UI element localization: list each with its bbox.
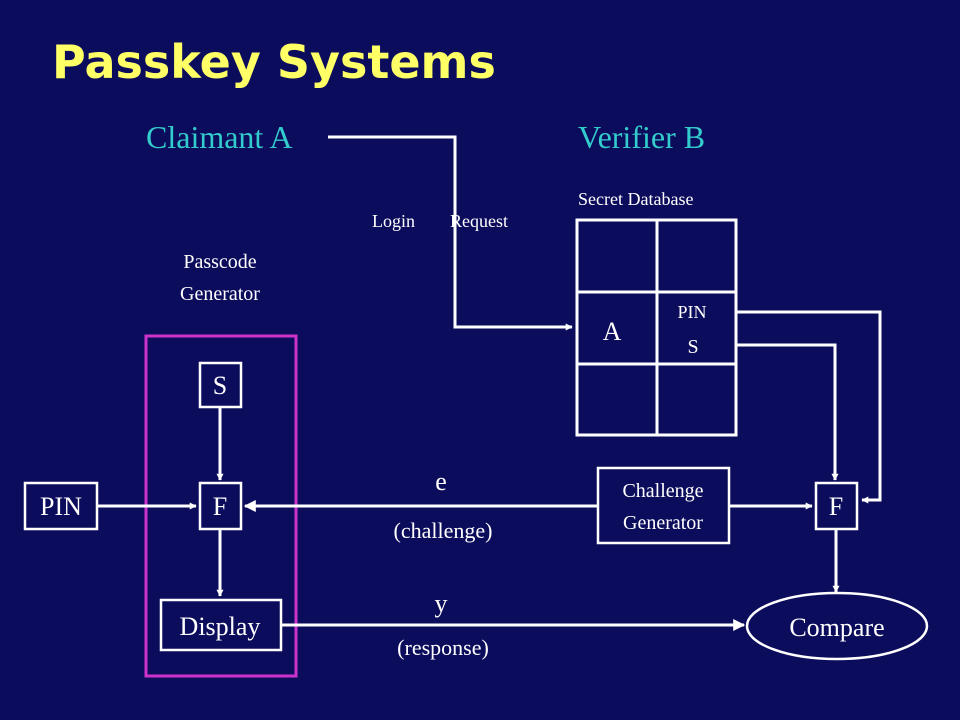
challenge-caption: (challenge) [394, 518, 493, 543]
response-caption: (response) [397, 635, 489, 660]
s-to-f-arrow [736, 343, 839, 481]
pin-input-label: PIN [40, 492, 82, 521]
login-request-arrow [328, 135, 573, 331]
passcode-generator-label-line2: Generator [180, 283, 260, 305]
login-label: Login [372, 211, 415, 231]
compare-ellipse [745, 591, 929, 661]
db-cell-a: A [603, 317, 622, 346]
challenge-e-label: e [435, 467, 447, 496]
verifier-f-label: F [829, 492, 843, 521]
challenge-generator-label-line2: Generator [623, 512, 703, 534]
compare-label: Compare [789, 613, 884, 642]
secret-database-grid [575, 218, 738, 437]
response-y-label: y [435, 589, 448, 618]
challenge-generator-label-line1: Challenge [622, 480, 703, 502]
verifier-label: Verifier B [578, 119, 705, 155]
claimant-label: Claimant A [146, 119, 293, 155]
secret-database-label: Secret Database [578, 189, 693, 209]
display-label: Display [180, 612, 261, 641]
passcode-generator-label-line1: Passcode [183, 251, 256, 273]
request-label: Request [450, 211, 508, 231]
token-f-label: F [213, 492, 227, 521]
pin-to-f-arrow [736, 310, 882, 504]
token-s-label: S [213, 371, 227, 400]
db-cell-s: S [687, 336, 698, 358]
page-title: Passkey Systems [52, 35, 496, 89]
db-cell-pin: PIN [677, 302, 706, 322]
